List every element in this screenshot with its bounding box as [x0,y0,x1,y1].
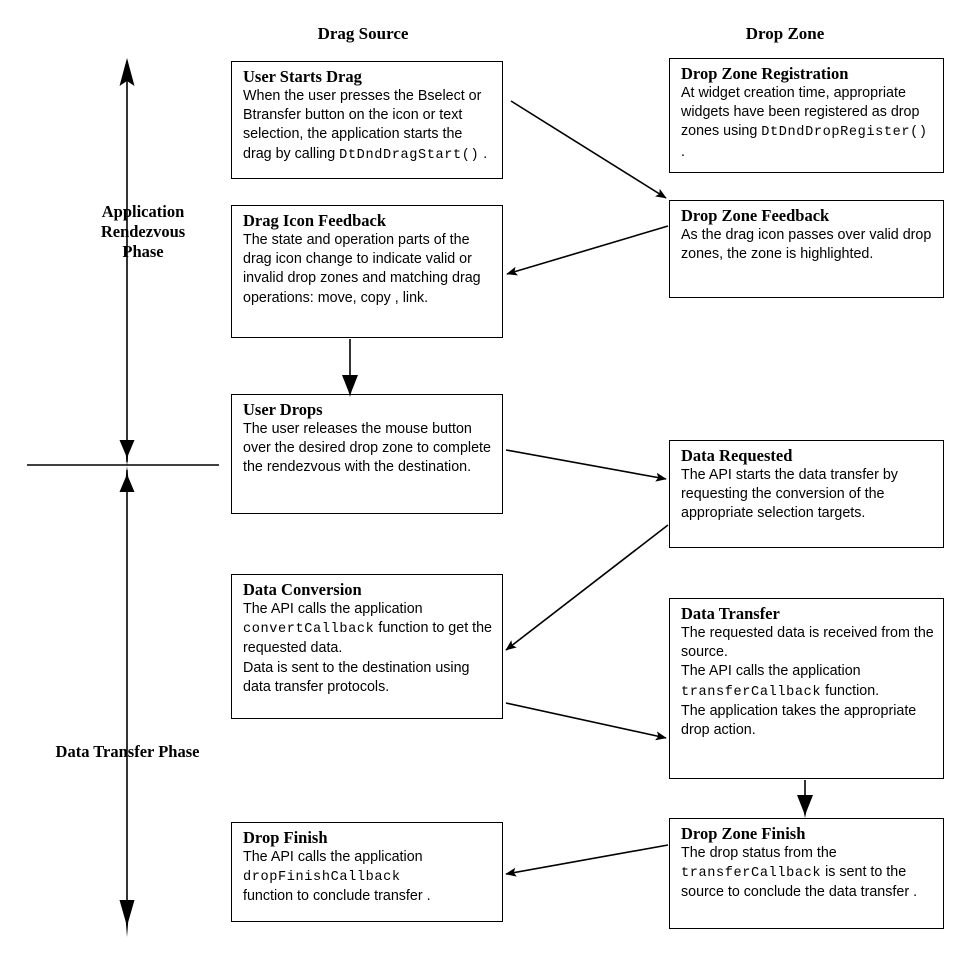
arrow-drag-icon-feedback-to-user-drops [342,339,358,397]
axis-arrow-up-mid [119,466,135,492]
box-title-data-requested: Data Requested [681,446,793,465]
code-convertcallback: convertCallback [243,622,375,638]
phase-label-data-transfer: Data Transfer Phase [55,742,200,761]
body-text-post: function to get the requested data. [243,620,493,657]
body-text-line1: The requested data is received from the … [681,625,934,661]
box-body-drop-zone-registration: At widget creation time, appropriate wid… [681,84,934,162]
arrow-data-conversion-to-data-transfer [505,702,667,741]
box-drop-zone-feedback: Drop Zone Feedback As the drag icon pass… [669,200,944,298]
body-text: The API calls the application [681,663,861,680]
box-title-user-starts-drag: User Starts Drag [243,67,362,86]
box-title-data-conversion: Data Conversion [243,580,362,599]
body-text: The API calls the application [243,849,423,865]
arrow-data-requested-to-data-conversion [505,524,669,651]
body-text: The drop status from the [681,845,837,861]
phase-label-line-2: Rendezvous [100,222,186,241]
box-title-data-transfer: Data Transfer [681,604,780,623]
body-text: At widget creation time, appropriate wid… [681,85,920,140]
arrow-drop-zone-feedback-to-drag-icon-feedback [506,225,669,276]
box-title-drop-zone-finish: Drop Zone Finish [681,824,806,843]
arrow-user-drops-to-data-requested [505,449,667,482]
box-body-drop-zone-feedback: As the drag icon passes over valid drop … [681,227,932,263]
axis-arrow-down-bottom [119,900,135,937]
phase-label-line-1: Application [101,202,185,221]
arrow-user-starts-drag-to-drop-zone-feedback [510,100,667,199]
code-dropfinishcallback: dropFinishCallback [243,870,401,886]
arrow-data-transfer-to-drop-zone-finish [797,780,813,818]
box-title-drag-icon-feedback: Drag Icon Feedback [243,211,386,230]
arrow-drop-zone-finish-to-drop-finish [505,844,669,877]
axis-arrow-down-mid [119,440,135,466]
box-title-drop-finish: Drop Finish [243,828,328,847]
box-body-drop-finish: The API calls the application dropFinish… [243,848,493,907]
phase-timeline-axis [27,58,219,937]
code-transfercallback-finish: transferCallback [681,866,822,882]
box-body-drag-icon-feedback: The state and operation parts of the dra… [243,232,481,306]
body-text-post: . [479,145,488,162]
box-drop-zone-finish: Drop Zone Finish The drop status from th… [669,818,944,929]
box-body-data-requested: The API starts the data transfer by requ… [681,467,898,522]
body-text-line2: Data is sent to the destination using da… [243,659,470,695]
axis-arrow-up-top [119,58,135,86]
code-dtdnddropregister: DtDndDropRegister() [761,125,928,141]
box-user-starts-drag: User Starts Drag When the user presses t… [231,61,503,179]
box-body-user-starts-drag: When the user presses the Bselect or Btr… [243,87,493,165]
box-title-drop-zone-feedback: Drop Zone Feedback [681,206,830,225]
column-header-drag-source: Drag Source [317,24,409,43]
column-header-drop-zone: Drop Zone [745,24,825,43]
box-user-drops: User Drops The user releases the mouse b… [231,394,503,514]
box-data-requested: Data Requested The API starts the data t… [669,440,944,548]
phase-label-line-3: Phase [122,242,164,261]
box-body-user-drops: The user releases the mouse button over … [243,421,491,476]
box-drag-icon-feedback: Drag Icon Feedback The state and operati… [231,205,503,338]
code-transfercallback: transferCallback [681,684,822,700]
body-text: When the user presses the Bselect or Btr… [243,88,482,162]
body-text-post: function to conclude transfer . [243,888,431,905]
box-body-data-conversion: The API calls the application convertCal… [243,600,493,697]
box-body-data-transfer: The requested data is received from the … [681,624,934,740]
body-text-post: . [681,143,685,160]
body-text: The API calls the application [243,601,423,617]
box-drop-finish: Drop Finish The API calls the applicatio… [231,822,503,922]
body-text-line3: The application takes the appropriate dr… [681,702,917,739]
box-data-transfer: Data Transfer The requested data is rece… [669,598,944,779]
body-text-post: is sent to the source to conclude the da… [681,864,918,901]
code-dtdnddragstart: DtDndDragStart() [339,147,480,163]
box-drop-zone-registration: Drop Zone Registration At widget creatio… [669,58,944,173]
box-data-conversion: Data Conversion The API calls the applic… [231,574,503,719]
body-text-post: function. [821,682,880,699]
box-body-drop-zone-finish: The drop status from the transferCallbac… [681,844,934,903]
box-title-drop-zone-registration: Drop Zone Registration [681,64,849,83]
phase-label-application-rendezvous: Application Rendezvous Phase [45,202,241,262]
box-title-user-drops: User Drops [243,400,323,419]
